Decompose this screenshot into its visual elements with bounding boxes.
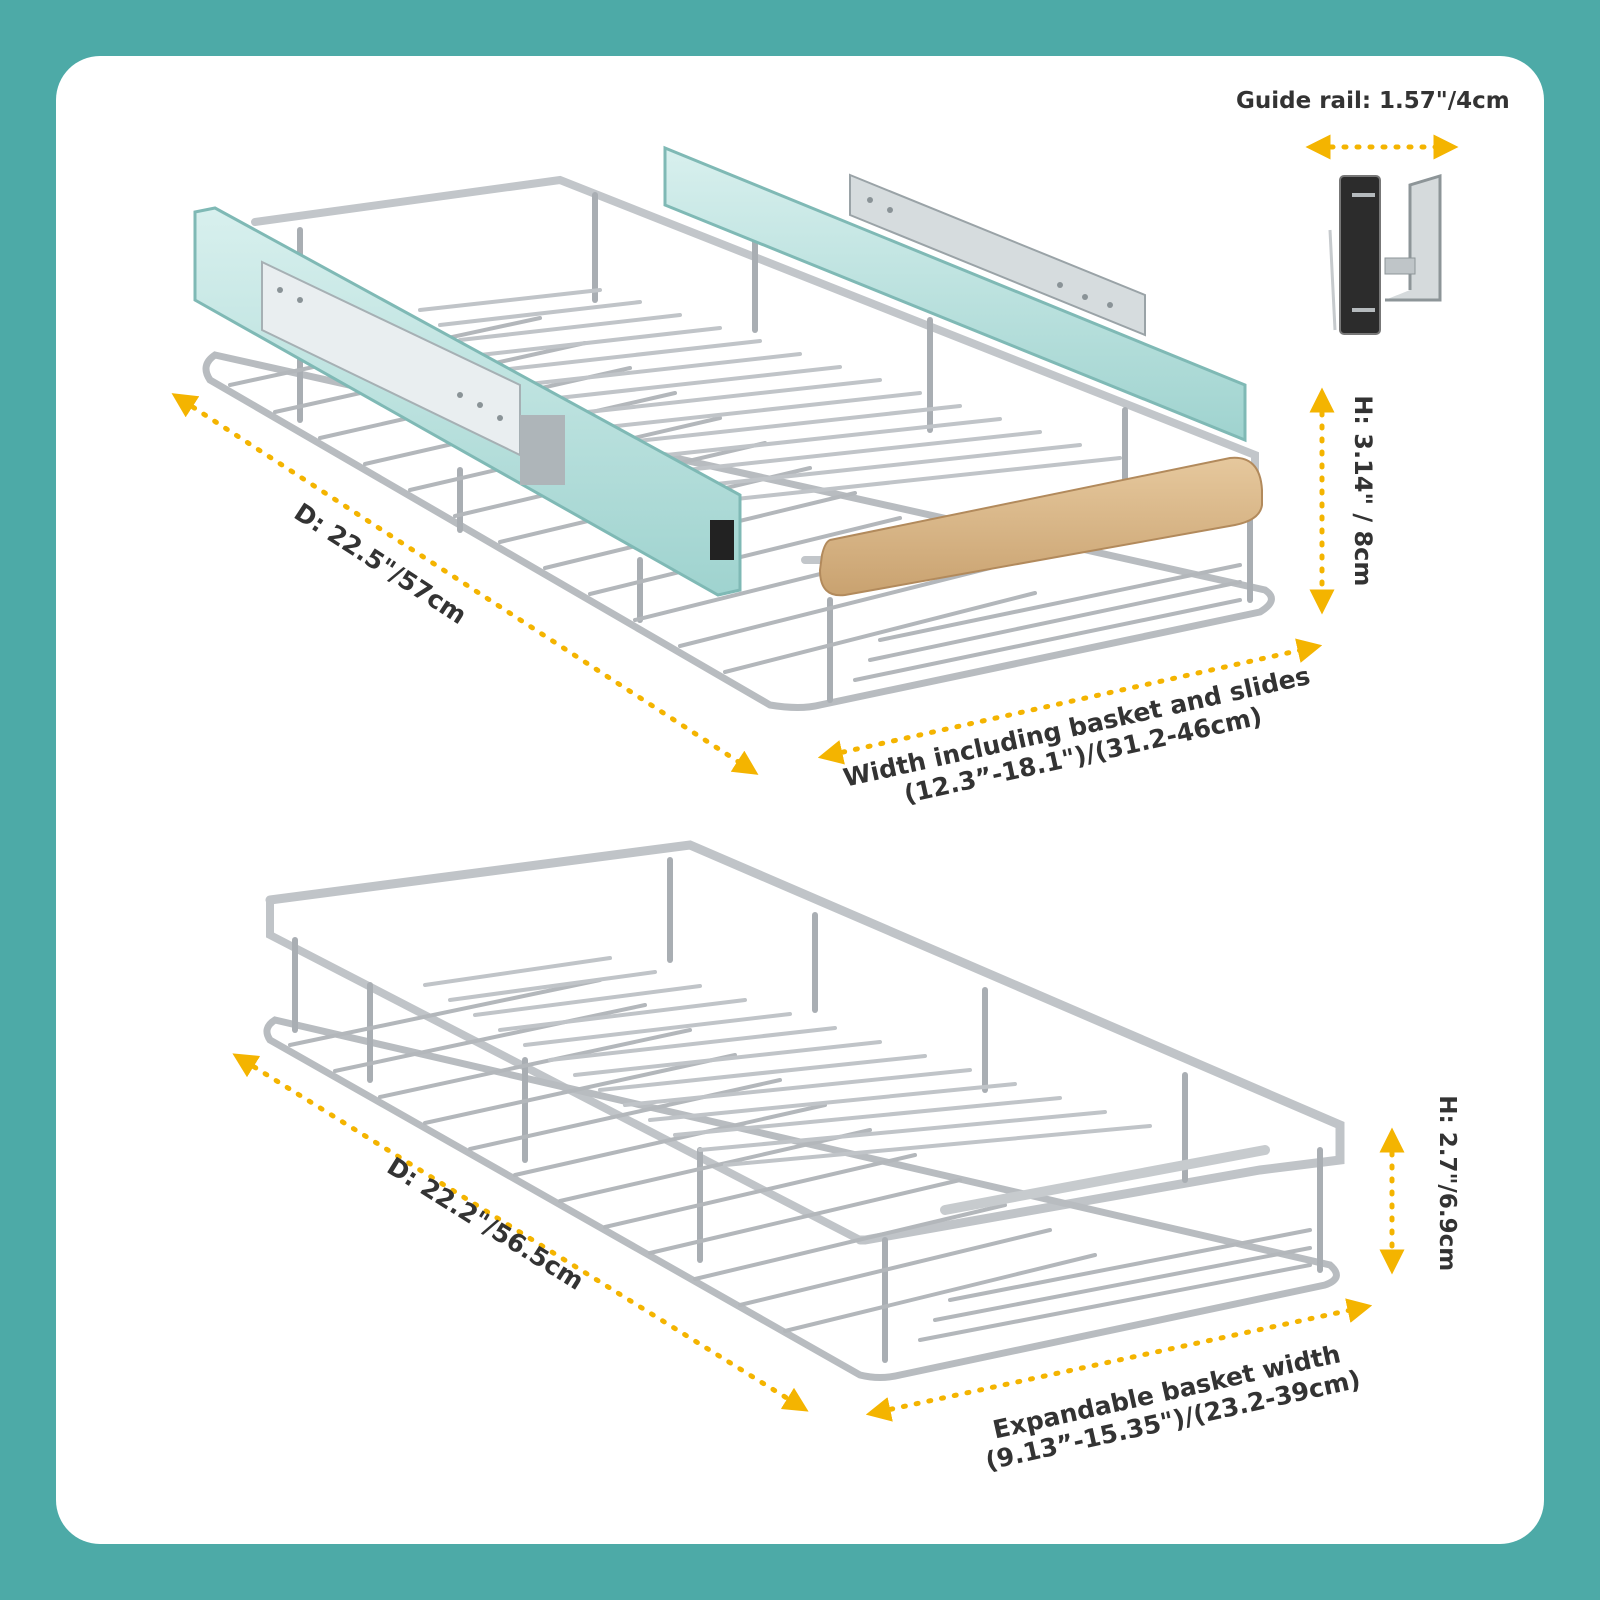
guide-rail-detail-icon xyxy=(1328,173,1442,335)
top-height-label: H: 3.14" / 8cm xyxy=(1348,395,1377,587)
guide-rail-label: Guide rail: 1.57"/4cm xyxy=(1236,88,1510,114)
bottom-width-arrow xyxy=(865,1298,1373,1422)
bottom-basket-icon xyxy=(263,840,1345,1381)
top-width-arrow xyxy=(817,638,1323,765)
top-depth-arrow xyxy=(171,393,759,775)
bottom-height-label: H: 2.7"/6.9cm xyxy=(1434,1095,1461,1272)
wood-handle-icon xyxy=(818,456,1263,597)
top-basket-icon xyxy=(202,175,1275,711)
bottom-depth-arrow xyxy=(232,1053,809,1412)
